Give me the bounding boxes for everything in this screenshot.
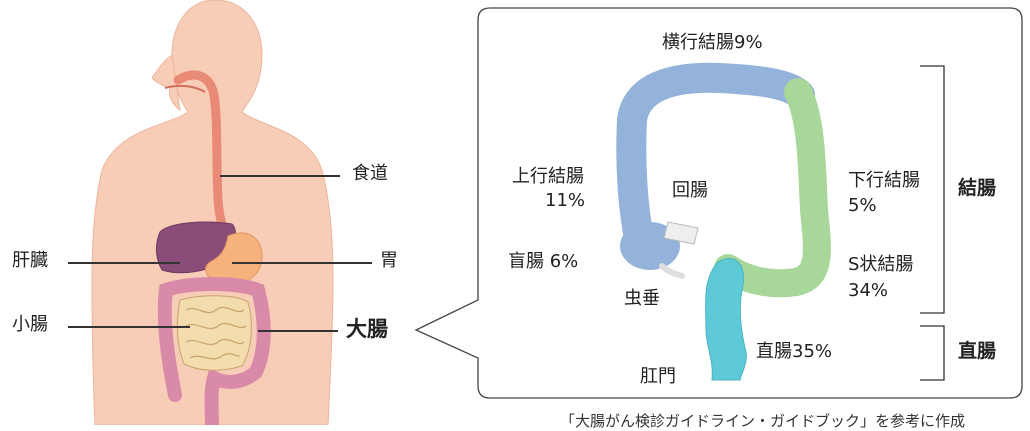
stomach-label: 胃	[380, 250, 398, 271]
ileum-label: 回腸	[672, 180, 708, 201]
liver-leader-line	[68, 262, 180, 264]
appendix-shape	[659, 263, 685, 279]
sigmoid-colon-pct: 34%	[848, 280, 889, 301]
descending-colon-label: 下行結腸	[848, 170, 920, 191]
esophagus-label: 食道	[352, 163, 388, 184]
large-intestine-label: 大腸	[346, 317, 388, 341]
ascending-colon-label: 上行結腸	[512, 166, 584, 187]
body-silhouette	[91, 0, 334, 425]
large-intestine-shape	[157, 277, 271, 425]
ileum-shape	[663, 221, 699, 245]
rectum-group-label: 直腸	[958, 340, 997, 362]
large-intestine-leader-line	[258, 330, 338, 332]
colon-group-label: 結腸	[958, 177, 997, 199]
rectum-label: 直腸35%	[756, 341, 833, 362]
descending-colon-pct: 5%	[848, 195, 877, 216]
anus-label: 肛門	[640, 366, 676, 387]
sigmoid-colon-label: S状結腸	[848, 254, 914, 275]
face-profile	[151, 54, 181, 112]
small-intestine-shape	[176, 295, 252, 371]
cecum-label: 盲腸 6%	[508, 251, 579, 272]
rectum-bracket	[920, 325, 945, 381]
esophagus-leader-line	[220, 175, 340, 177]
colon-ascending-transverse	[616, 62, 815, 267]
ascending-colon-pct: 11%	[545, 190, 586, 211]
small-intestine-leader-line	[68, 326, 190, 328]
callout-frame	[414, 7, 1023, 399]
appendix-label: 虫垂	[624, 288, 660, 309]
liver-label: 肝臓	[12, 250, 48, 271]
colon-descending-sigmoid	[714, 78, 831, 298]
colon-bracket	[920, 65, 945, 314]
source-note: 「大腸がん検診ガイドライン・ガイドブック」を参考に作成	[560, 412, 966, 430]
small-intestine-label: 小腸	[12, 314, 48, 335]
stomach-leader-line	[232, 262, 372, 264]
rectum-shape	[705, 258, 747, 381]
transverse-colon-label: 横行結腸9%	[662, 32, 763, 53]
